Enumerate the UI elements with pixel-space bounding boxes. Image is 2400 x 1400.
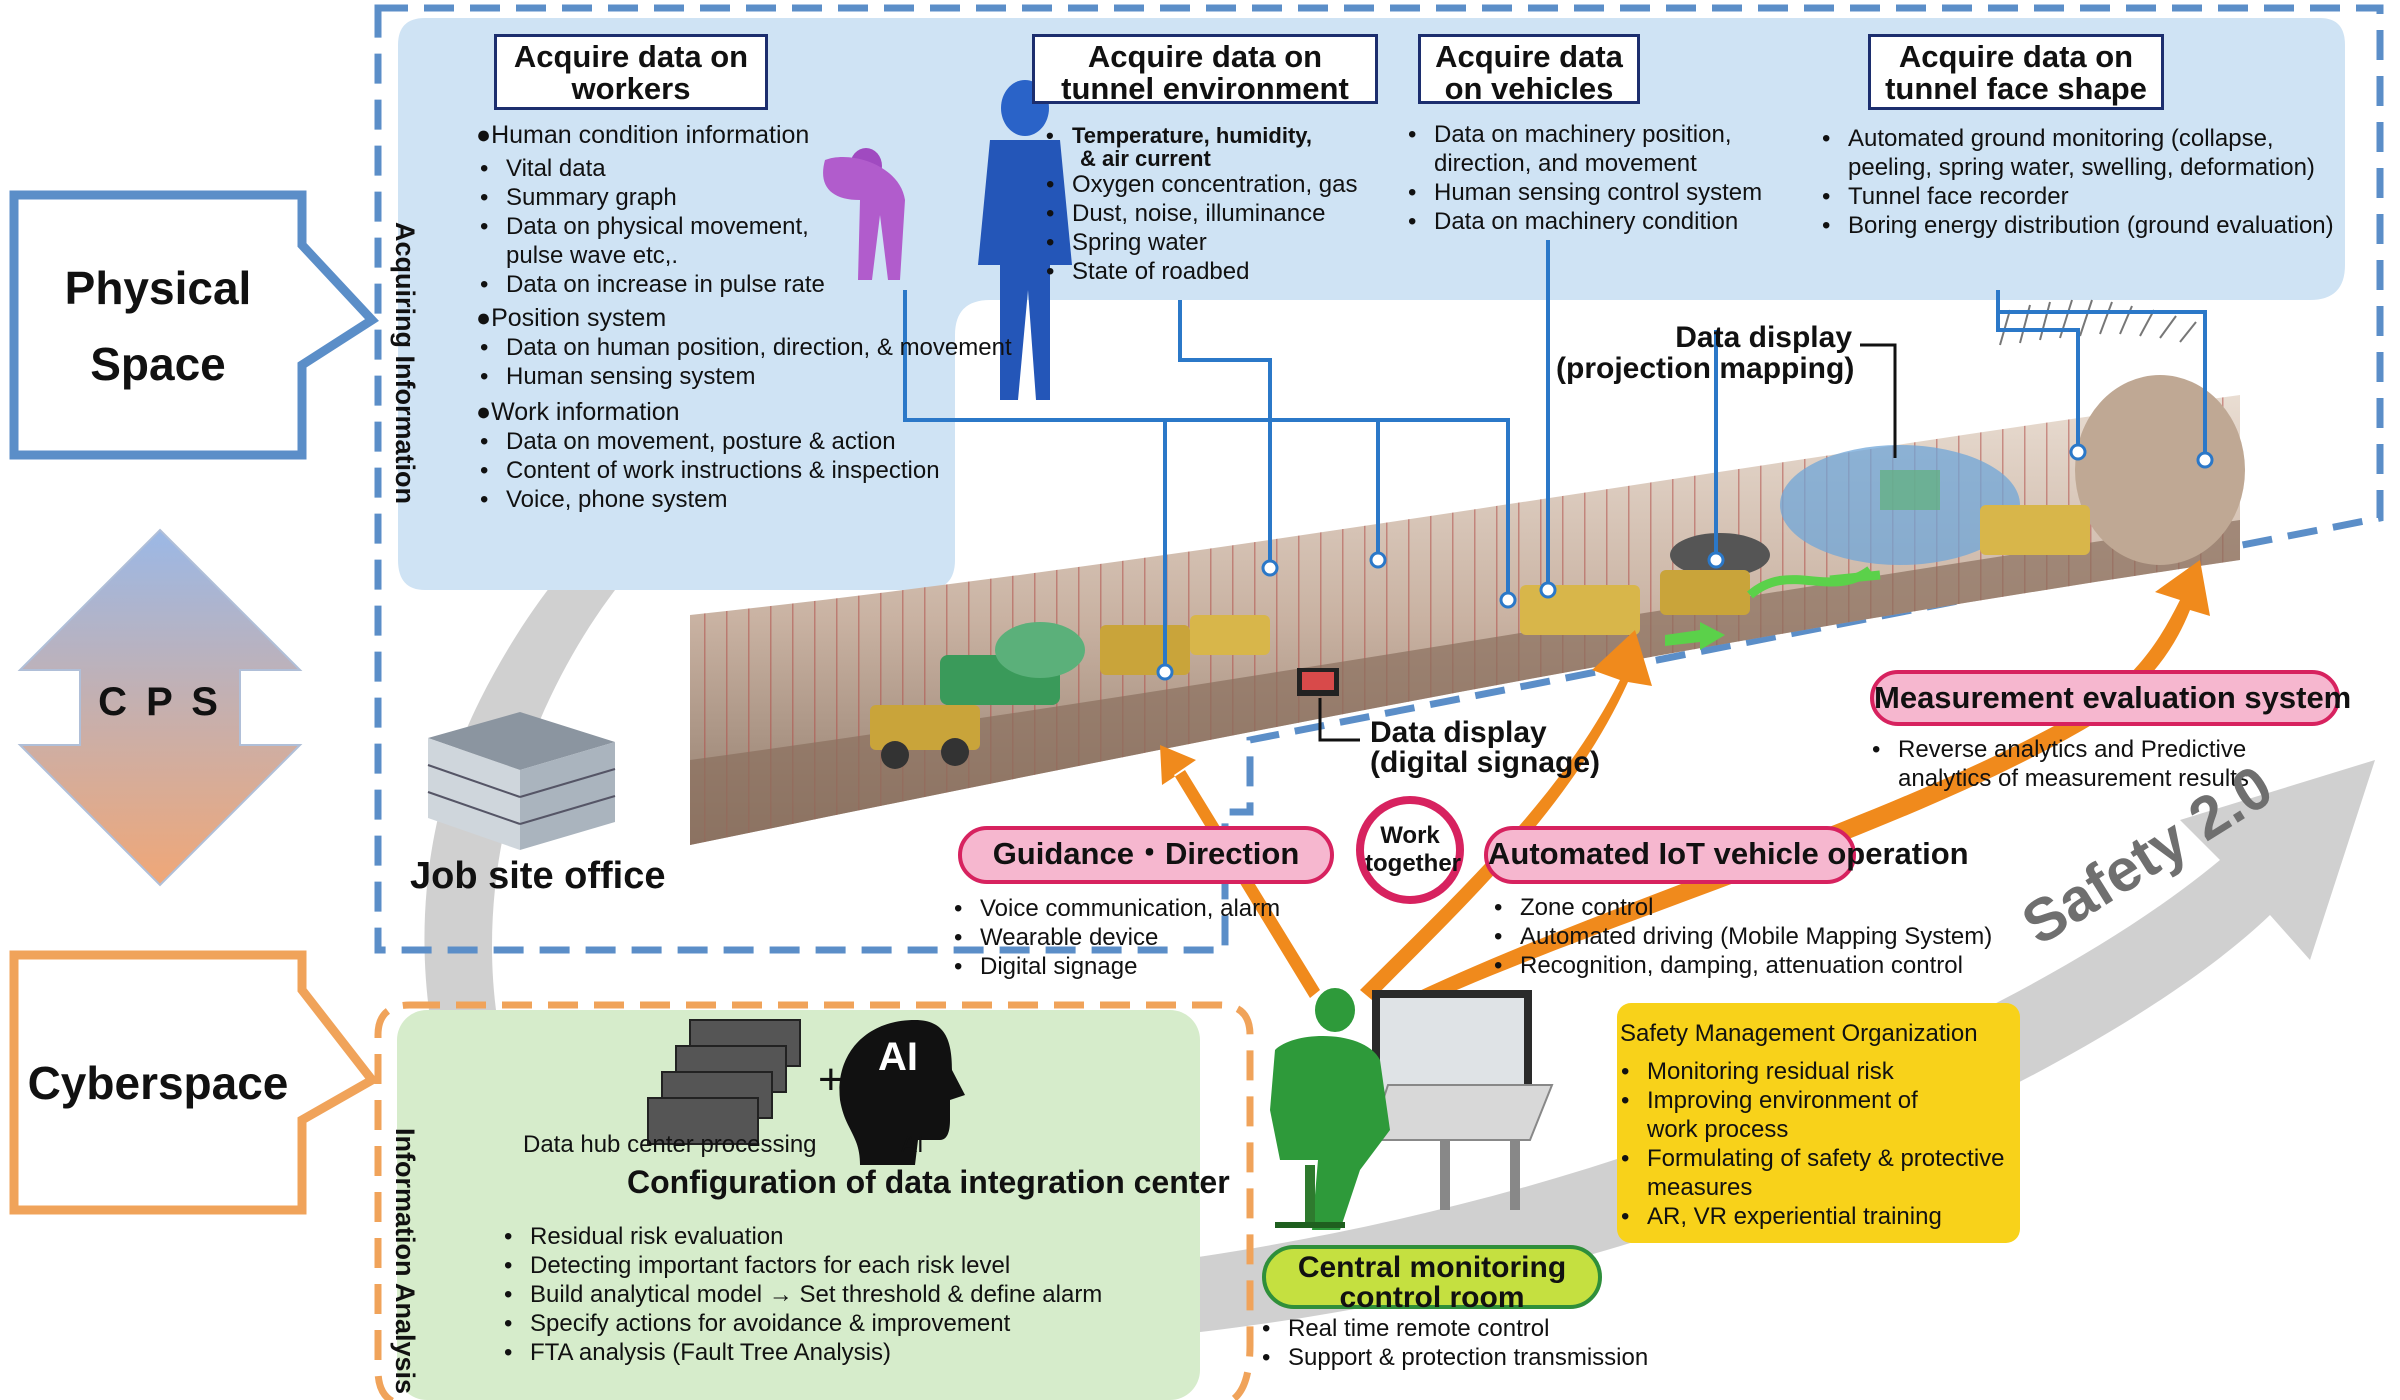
ai-head-icon <box>839 1020 965 1165</box>
data-hub-label: Data hub center processing <box>523 1131 817 1158</box>
list-item: AR, VR experiential training <box>1617 1202 2005 1231</box>
list-item-continued: analytics of measurement results <box>1898 765 2249 792</box>
list-item: Human sensing control system <box>1404 178 1762 207</box>
list-item: Boring energy distribution (ground evalu… <box>1818 211 2334 240</box>
list-item: Specify actions for avoidance & improvem… <box>500 1309 1102 1338</box>
list-item-continued: pulse wave etc,. <box>506 242 679 269</box>
list-item: Spring water <box>1042 228 1358 257</box>
information-analysis-label: Information Analysis <box>390 1128 420 1395</box>
server-stacks <box>647 1019 801 1145</box>
central-monitoring-list: Real time remote control Support & prote… <box>1258 1314 1648 1372</box>
list-item: Temperature, humidity, <box>1042 124 1358 147</box>
cyberspace-frame <box>374 1001 1254 1400</box>
vehicle-list: Data on machinery position, direction, a… <box>1404 120 1762 236</box>
position-heading: ●Position system <box>476 304 667 332</box>
plus-sign: + <box>818 1055 844 1104</box>
central-monitoring-figure <box>1270 988 1554 1230</box>
cyber-list: Residual risk evaluation Detecting impor… <box>500 1222 1102 1367</box>
list-item: State of roadbed <box>1042 257 1358 286</box>
list-item: Data on increase in pulse rate <box>476 270 1012 299</box>
guidance-title: Guidance・Direction <box>958 826 1334 884</box>
list-item: FTA analysis (Fault Tree Analysis) <box>500 1338 1102 1367</box>
safety-org-list: Monitoring residual risk Improving envir… <box>1617 1057 2005 1231</box>
physical-callout-box <box>9 190 379 460</box>
tunnel-illustration <box>690 299 2245 845</box>
list-item: Build analytical model → Set threshold &… <box>500 1280 1102 1309</box>
cps-label: C P S <box>98 680 222 724</box>
list-item: Real time remote control <box>1258 1314 1648 1343</box>
job-site-office-label: Job site office <box>410 855 666 897</box>
projection-display-label: Data display (projection mapping) <box>1556 321 1855 385</box>
list-item: Monitoring residual risk <box>1617 1057 2005 1086</box>
list-item: Automated ground monitoring (collapse, <box>1818 124 2334 153</box>
list-item: Digital signage <box>950 952 1280 981</box>
workers-info: ●Human condition information Vital data … <box>476 120 1012 514</box>
vehicles-header: Acquire data on vehicles <box>1418 34 1640 105</box>
list-item: Data on machinery position, <box>1404 120 1762 149</box>
acquiring-information-label: Acquiring Information <box>390 222 420 504</box>
position-list: Data on human position, direction, & mov… <box>476 333 1012 391</box>
config-title: Configuration of data integration center <box>627 1164 1230 1200</box>
list-item: Recognition, damping, attenuation contro… <box>1490 951 1992 980</box>
list-item: Support & protection transmission <box>1258 1343 1648 1372</box>
list-item: Tunnel face recorder <box>1818 182 2334 211</box>
human-condition-heading: ●Human condition information <box>476 121 810 149</box>
physical-space-frame <box>374 4 2384 954</box>
list-item: Summary graph <box>476 183 1012 212</box>
list-item: Voice communication, alarm <box>950 894 1280 923</box>
work-info-heading: ●Work information <box>476 398 680 426</box>
measurement-title: Measurement evaluation system <box>1870 670 2351 726</box>
tunnel-face-list: Automated ground monitoring (collapse, p… <box>1818 124 2334 240</box>
list-item: Wearable device <box>950 923 1280 952</box>
tunnel-face-header: Acquire data on tunnel face shape <box>1868 34 2164 110</box>
list-item-continued: work process <box>1647 1116 1789 1143</box>
job-site-office-building <box>427 712 616 850</box>
list-item: Vital data <box>476 154 1012 183</box>
list-item: Data on physical movement, <box>476 212 1012 241</box>
list-item: Human sensing system <box>476 362 1012 391</box>
list-item-continued: & air current <box>1080 146 1211 171</box>
list-item-continued: direction, and movement <box>1434 150 1697 177</box>
list-item: Voice, phone system <box>476 485 1012 514</box>
list-item: Formulating of safety & protective <box>1617 1144 2005 1173</box>
list-item: Improving environment of <box>1617 1086 2005 1115</box>
cps-double-arrow <box>17 528 303 887</box>
automated-list: Zone control Automated driving (Mobile M… <box>1490 893 1992 980</box>
measurement-list: Reverse analytics and Predictive analyti… <box>1868 735 2249 793</box>
safety-org-title: Safety Management Organization <box>1620 1020 1978 1047</box>
list-item: Data on movement, posture & action <box>476 427 1012 456</box>
cyberspace-label: Cyberspace <box>27 1057 289 1109</box>
tunnel-env-header: Acquire data on tunnel environment <box>1032 34 1378 105</box>
list-item: Zone control <box>1490 893 1992 922</box>
list-item-continued: peeling, spring water, swelling, deforma… <box>1848 154 2315 181</box>
list-item: Data on machinery condition <box>1404 207 1762 236</box>
tunnel-env-list: Temperature, humidity, & air current Oxy… <box>1042 124 1358 286</box>
work-together-circle <box>1356 796 1464 904</box>
signage-display-label: Data display (digital signage) <box>1370 716 1601 779</box>
list-item: Automated driving (Mobile Mapping System… <box>1490 922 1992 951</box>
work-together-label: Work together <box>1365 822 1461 877</box>
human-condition-list: Vital data Summary graph Data on physica… <box>476 154 1012 299</box>
central-monitoring-title: Central monitoring control room <box>1262 1245 1602 1313</box>
list-item: Dust, noise, illuminance <box>1042 199 1358 228</box>
automated-title: Automated IoT vehicle operation <box>1484 826 1969 884</box>
list-item: Detecting important factors for each ris… <box>500 1251 1102 1280</box>
ai-label: AI <box>901 1131 924 1158</box>
work-info-list: Data on movement, posture & action Conte… <box>476 427 1012 514</box>
cyberspace-callout-box <box>9 950 379 1215</box>
list-item: Oxygen concentration, gas <box>1042 170 1358 199</box>
list-item: Content of work instructions & inspectio… <box>476 456 1012 485</box>
list-item: Residual risk evaluation <box>500 1222 1102 1251</box>
list-item: Data on human position, direction, & mov… <box>476 333 1012 362</box>
workers-header: Acquire data on workers <box>494 34 768 110</box>
ai-head-text: AI <box>878 1035 918 1079</box>
list-item-continued: measures <box>1647 1174 1753 1201</box>
physical-space-label: Physical Space <box>64 262 252 390</box>
guidance-list: Voice communication, alarm Wearable devi… <box>950 894 1280 981</box>
list-item: Reverse analytics and Predictive <box>1868 735 2249 764</box>
